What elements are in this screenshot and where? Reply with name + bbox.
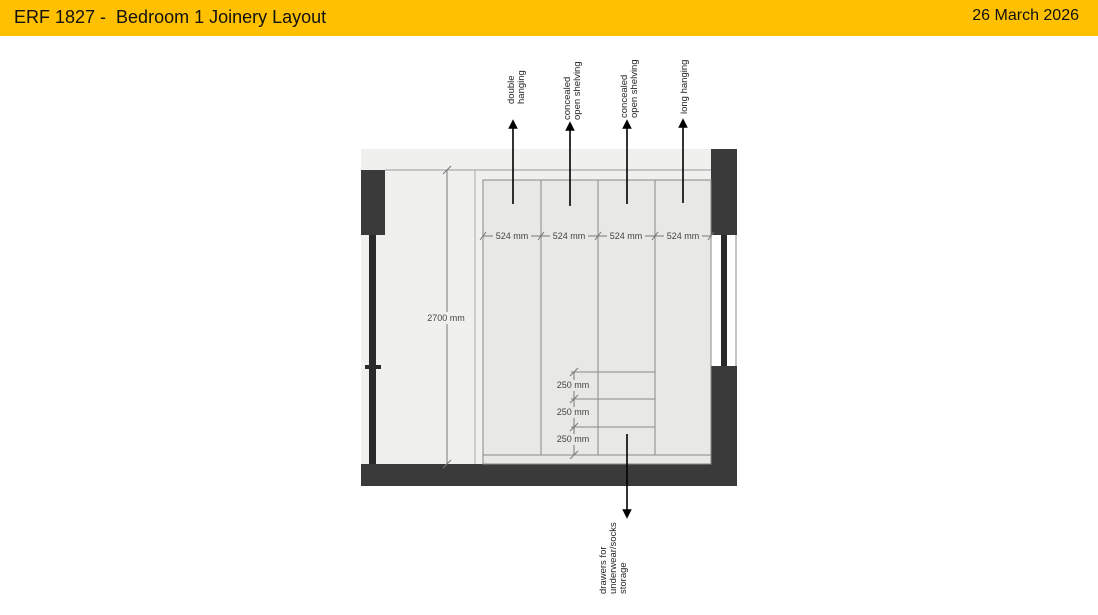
drawer-dim-tick-2 (569, 394, 579, 404)
label-drawers: drawers for underwear/socks storage (598, 522, 629, 594)
wardrobe-outline (482, 179, 712, 465)
width-label-bg-3 (607, 230, 645, 242)
height-dim-tick-bottom (442, 459, 452, 469)
height-dim-tick-top (442, 165, 452, 175)
drawer-label-bg-3 (554, 434, 592, 445)
width-tick-5 (707, 231, 715, 241)
svg-text:concealed: concealed (619, 75, 630, 118)
label-double-hanging: double hanging (506, 70, 527, 104)
svg-text:underwear/socks: underwear/socks (608, 522, 619, 594)
drawer-label-3: 250 mm (557, 434, 590, 444)
drawer-dim-tick-1 (569, 367, 579, 377)
label-concealed-2: concealed open shelving (619, 59, 640, 118)
drawer-label-bg-2 (554, 407, 592, 418)
width-label-1: 524 mm (496, 231, 529, 241)
drawer-dim-tick-3 (569, 422, 579, 432)
drawer-label-bg-1 (554, 380, 592, 391)
width-label-bg-4 (664, 230, 702, 242)
svg-text:double: double (506, 75, 517, 104)
right-wall-top (711, 149, 737, 235)
svg-text:storage: storage (618, 562, 629, 594)
label-concealed-1: concealed open shelving (562, 61, 583, 120)
svg-text:drawers for: drawers for (598, 546, 609, 594)
svg-text:hanging: hanging (516, 70, 527, 104)
width-tick-2 (537, 231, 545, 241)
drawer-label-1: 250 mm (557, 380, 590, 390)
width-label-bg-2 (550, 230, 588, 242)
right-wall-bottom (711, 366, 737, 486)
page-title: ERF 1827 - Bedroom 1 Joinery Layout (14, 7, 327, 27)
width-label-bg-1 (493, 230, 531, 242)
right-window-frame (721, 235, 727, 366)
svg-text:open shelving: open shelving (629, 59, 640, 118)
height-dim-label: 2700 mm (427, 313, 465, 323)
left-door-handle (365, 365, 381, 369)
left-door-frame (369, 235, 376, 464)
width-tick-3 (594, 231, 602, 241)
page-date: 26 March 2026 (972, 7, 1079, 24)
svg-text:concealed: concealed (562, 77, 573, 120)
svg-text:long hanging: long hanging (679, 60, 690, 114)
width-label-4: 524 mm (667, 231, 700, 241)
width-tick-4 (651, 231, 659, 241)
width-label-2: 524 mm (553, 231, 586, 241)
svg-text:open shelving: open shelving (572, 61, 583, 120)
drawer-label-2: 250 mm (557, 407, 590, 417)
height-dim-label-bg (425, 312, 467, 324)
width-label-3: 524 mm (610, 231, 643, 241)
floor-slab (361, 464, 737, 486)
left-wall (361, 170, 385, 235)
label-long-hanging: long hanging (679, 60, 690, 114)
width-tick-1 (479, 231, 487, 241)
header-bar: ERF 1827 - Bedroom 1 Joinery Layout 26 M… (0, 0, 1098, 36)
drawer-dim-tick-4 (569, 450, 579, 460)
